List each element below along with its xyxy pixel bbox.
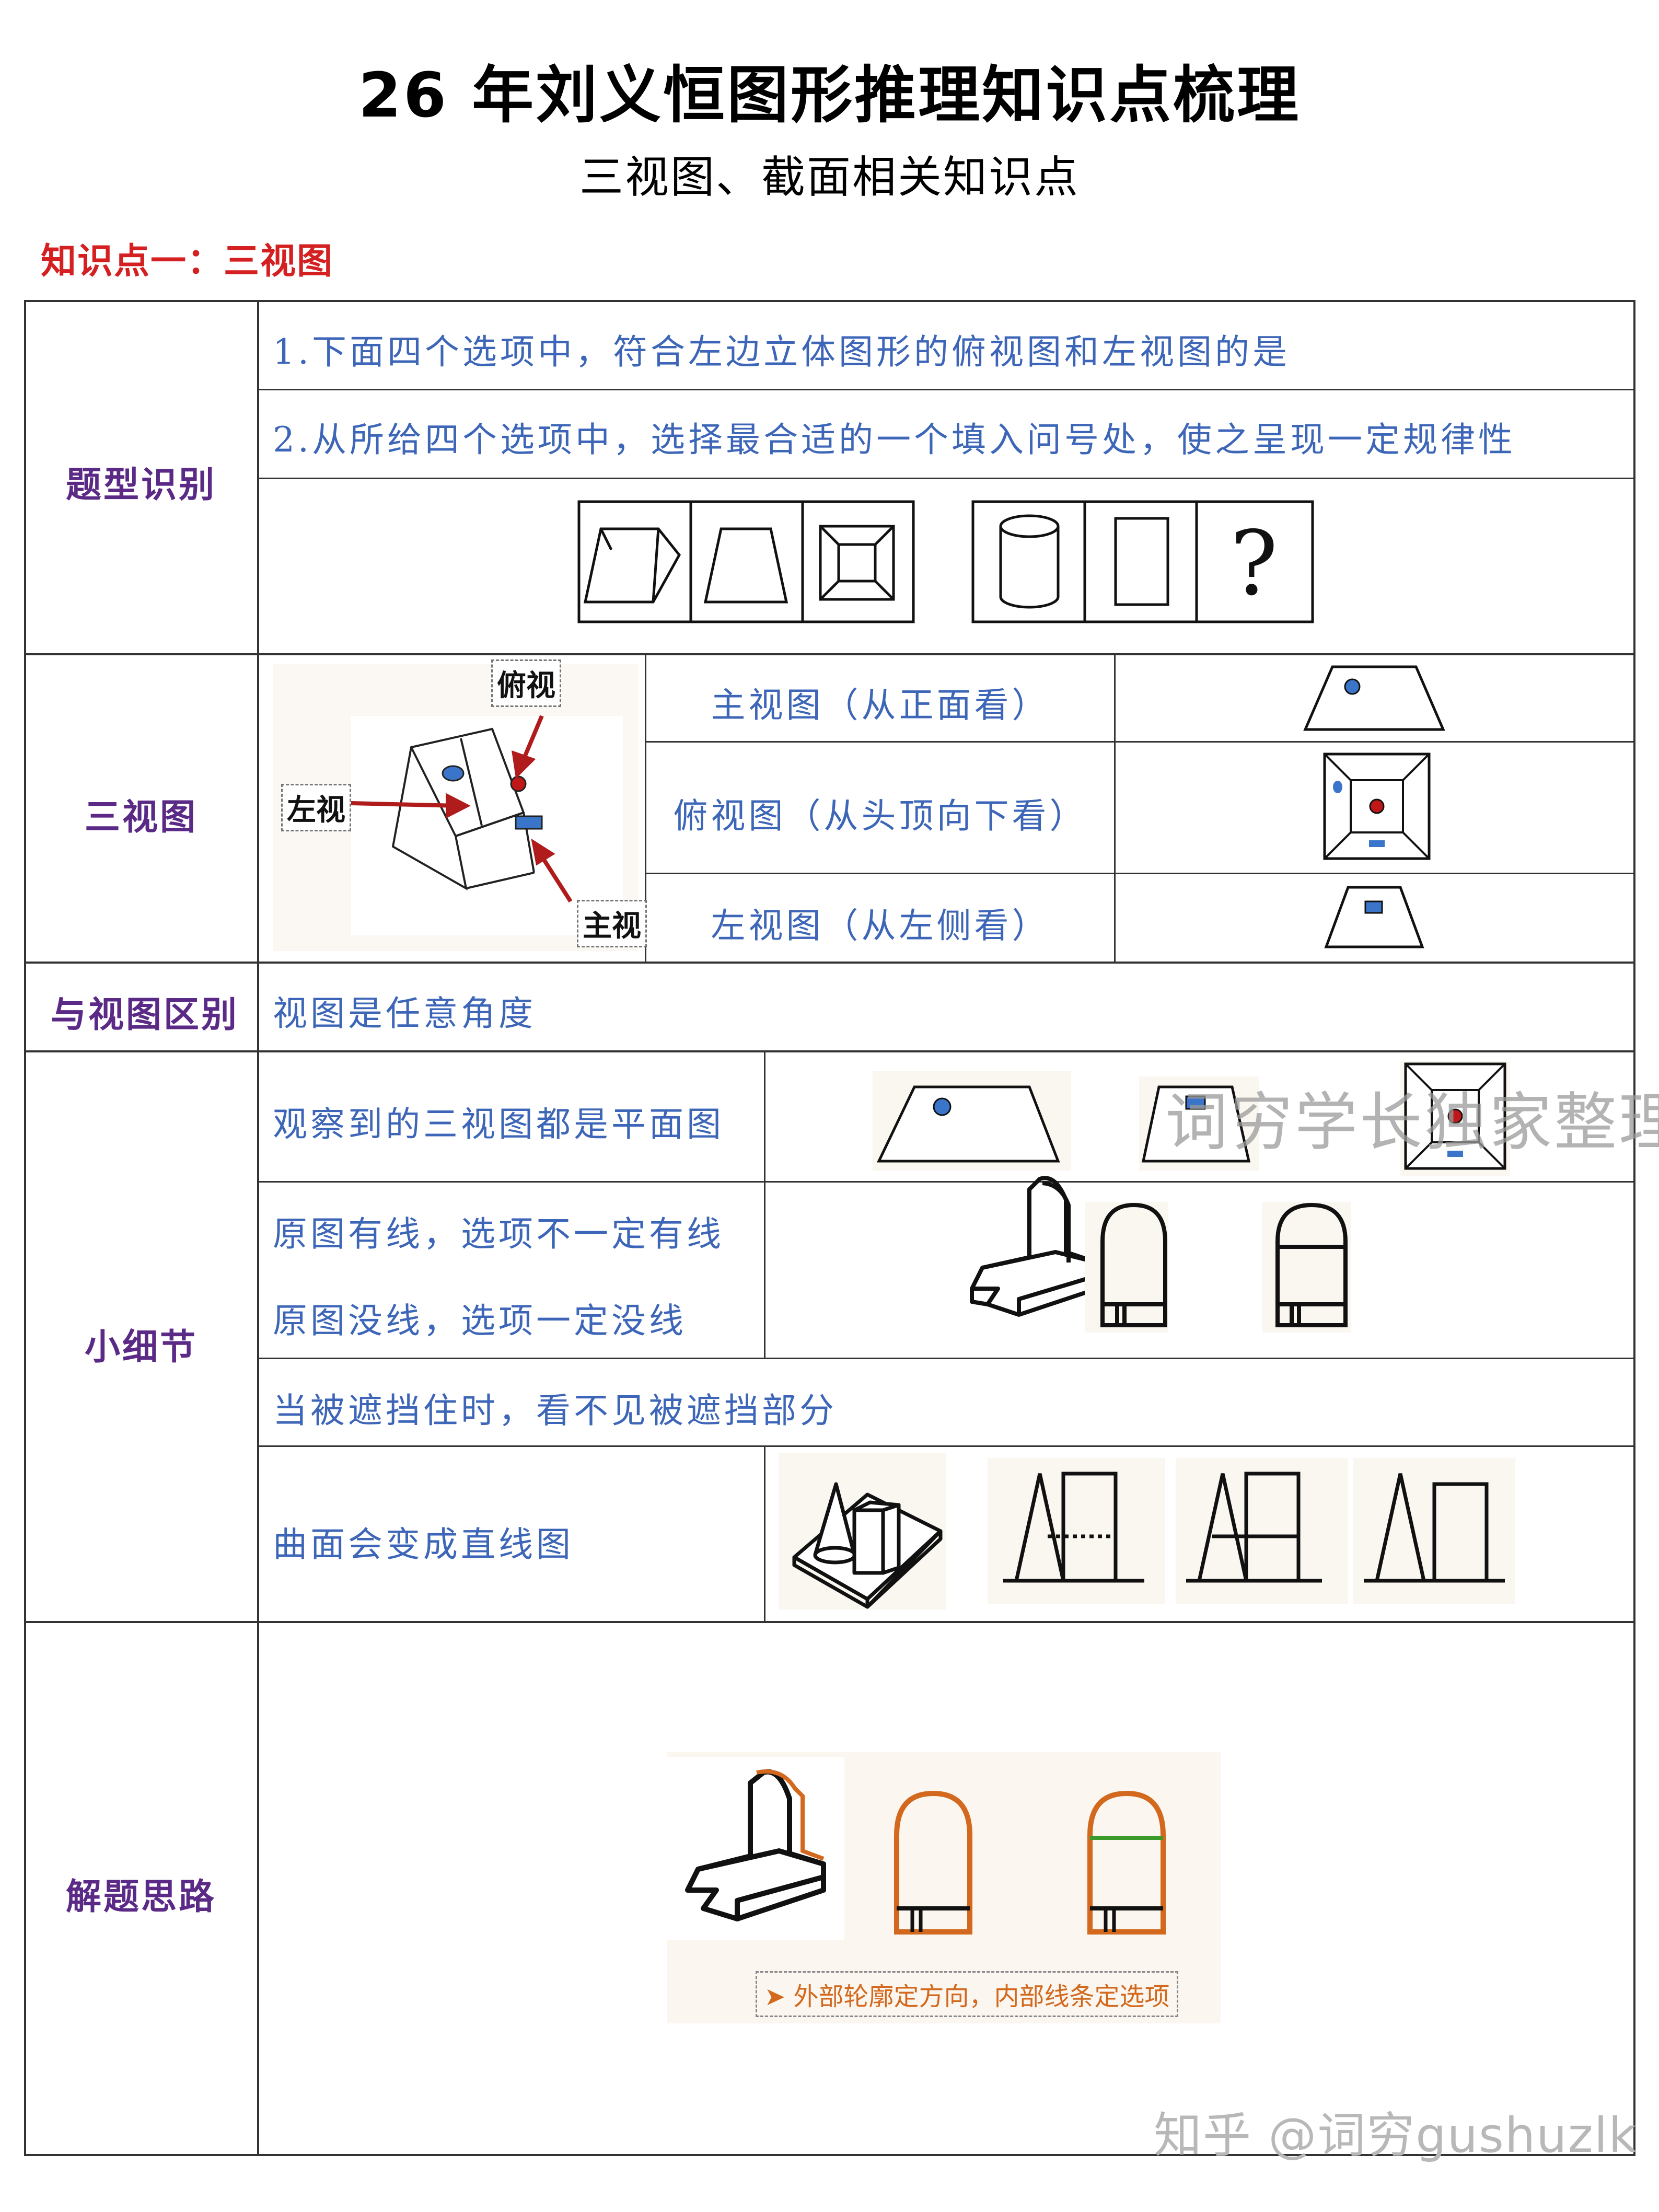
left-view-tag: 左视 bbox=[281, 784, 351, 831]
example-sequence-figure: ? bbox=[577, 500, 1314, 623]
top-view-label: 俯视图（从头顶向下看） bbox=[673, 796, 1087, 836]
question-type-2: 2.从所给四个选项中，选择最合适的一个填入问号处，使之呈现一定规律性 bbox=[273, 420, 1516, 460]
row-label-question-types: 题型识别 bbox=[65, 464, 216, 506]
detail-curved-surface: 曲面会变成直线图 bbox=[273, 1524, 574, 1565]
row-label-approach: 解题思路 bbox=[65, 1876, 216, 1918]
watermark-bottom: 知乎 @词穷gushuzlk bbox=[1154, 2107, 1638, 2163]
front-view-label: 主视图（从正面看） bbox=[711, 685, 1050, 725]
front-view-tag: 主视 bbox=[577, 900, 647, 947]
row-label-three-views: 三视图 bbox=[84, 796, 198, 838]
three-view-diagram bbox=[273, 664, 639, 951]
top-view-tag: 俯视 bbox=[491, 659, 561, 707]
detail-plane-views: 观察到的三视图都是平面图 bbox=[273, 1104, 724, 1144]
top-view-figure bbox=[1323, 752, 1431, 860]
page-subtitle: 三视图、截面相关知识点 bbox=[579, 152, 1080, 203]
difference-text: 视图是任意角度 bbox=[273, 993, 536, 1034]
row-label-details: 小细节 bbox=[84, 1326, 198, 1368]
section-label: 知识点一：三视图 bbox=[41, 240, 334, 282]
detail-line-rule-2: 原图没线，选项一定没线 bbox=[273, 1301, 687, 1341]
left-view-label: 左视图（从左侧看） bbox=[711, 906, 1050, 946]
plane-views-figure bbox=[873, 1061, 1510, 1176]
front-view-figure bbox=[1303, 665, 1445, 731]
approach-figure bbox=[667, 1752, 1221, 2023]
detail-occlusion: 当被遮挡住时，看不见被遮挡部分 bbox=[273, 1391, 837, 1431]
watermark-center: 词穷学长独家整理 bbox=[1165, 1086, 1659, 1159]
question-type-1: 1.下面四个选项中，符合左边立体图形的俯视图和左视图的是 bbox=[273, 332, 1290, 372]
row-label-difference: 与视图区别 bbox=[50, 994, 239, 1036]
approach-tip: ➤ 外部轮廓定方向，内部线条定选项 bbox=[756, 1971, 1179, 2017]
line-rule-figure bbox=[970, 1176, 1351, 1333]
curved-surface-figure bbox=[779, 1453, 1515, 1609]
left-view-figure bbox=[1324, 886, 1424, 948]
question-mark: ? bbox=[1230, 512, 1278, 616]
page-title: 26 年刘义恒图形推理知识点梳理 bbox=[358, 59, 1301, 131]
detail-line-rule-1: 原图有线，选项不一定有线 bbox=[273, 1214, 724, 1254]
